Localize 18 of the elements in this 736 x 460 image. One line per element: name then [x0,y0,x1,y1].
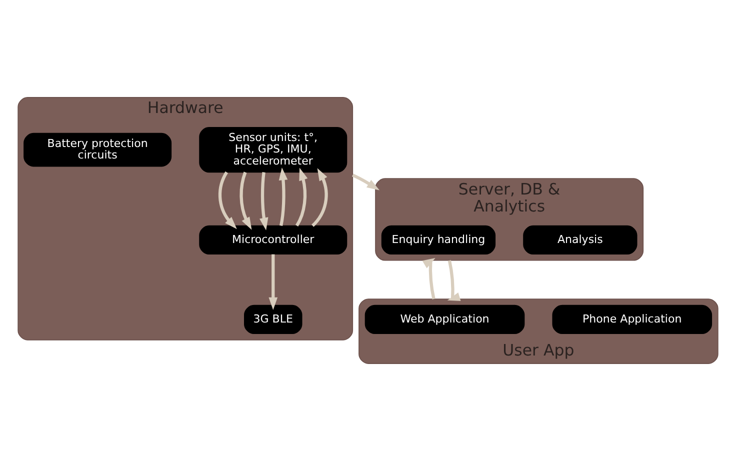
arrow [295,167,308,226]
arrow [422,257,436,299]
node-box: 3G BLE [244,304,302,334]
node-box: Web Application [364,304,525,334]
node-box: Battery protection circuits [24,132,172,166]
arrow [311,168,328,226]
arrow [278,167,288,226]
node-box: Phone Application [552,304,712,334]
node-box: Microcontroller [199,224,348,254]
node-box: Enquiry handling [381,224,496,254]
arrow [260,172,268,230]
arrow [268,254,278,310]
node-box: Sensor units: t°, HR, GPS, IMU, accelerometer [199,126,348,172]
arrow [240,171,252,230]
arrow [352,173,380,190]
arrow [447,260,461,300]
arrow [218,170,237,229]
node-box: Analysis [523,224,638,254]
